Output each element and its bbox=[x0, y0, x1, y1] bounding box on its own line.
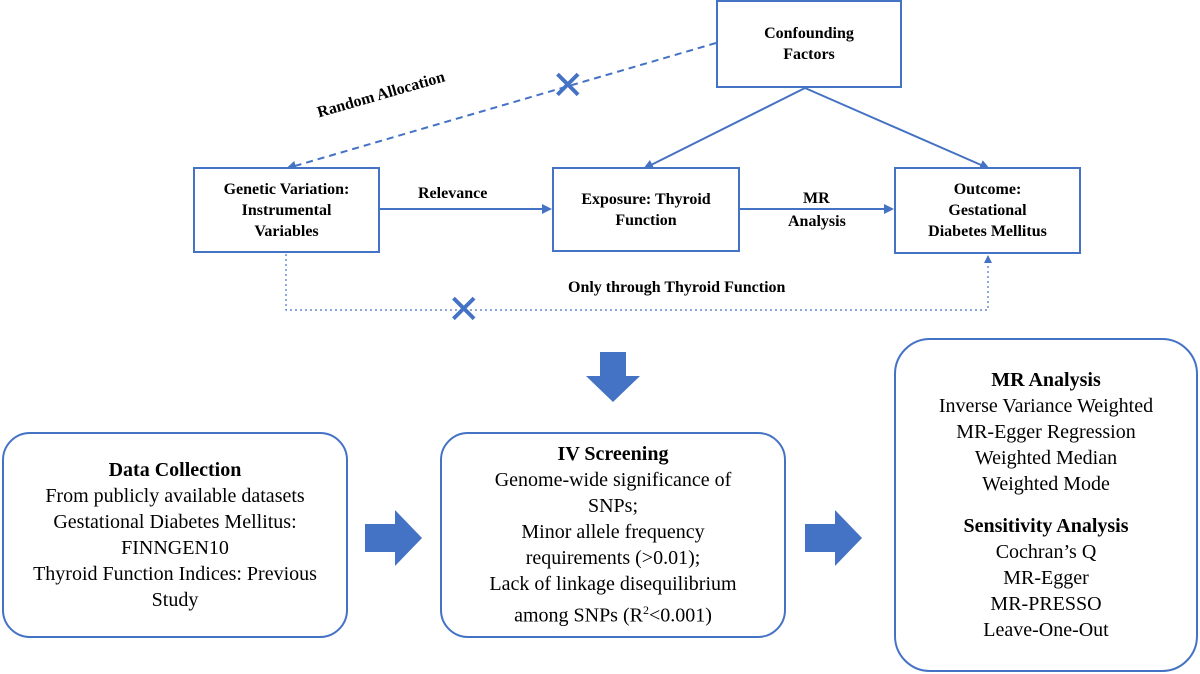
iv-screening-title: IV Screening bbox=[557, 443, 669, 466]
random-allocation-arrow bbox=[286, 42, 717, 171]
sensitivity-item: MR-PRESSO bbox=[990, 593, 1102, 615]
mr-analysis-label-line-2: Analysis bbox=[788, 213, 846, 230]
confounding-line-2: Factors bbox=[783, 46, 835, 63]
mr-analysis-title: MR Analysis bbox=[991, 369, 1101, 391]
mr-method-item: Weighted Median bbox=[974, 447, 1118, 469]
iv-screening-last-suffix: <0.001) bbox=[648, 604, 712, 627]
cross-mark-icon: ✕ bbox=[551, 63, 585, 109]
sensitivity-item: Leave-One-Out bbox=[983, 619, 1109, 641]
iv-screening-line: Genome-wide significance of bbox=[494, 469, 732, 492]
iv-screening-line: SNPs; bbox=[587, 495, 639, 518]
data-collection-line: FINNGEN10 bbox=[121, 537, 229, 559]
right-block-arrow-1 bbox=[365, 510, 422, 566]
iv-screening-box: IV Screening Genome-wide significance of… bbox=[440, 432, 786, 638]
data-collection-line: Thyroid Function Indices: Previous bbox=[33, 563, 317, 585]
mr-analysis-box: MR Analysis Inverse Variance Weighted MR… bbox=[894, 338, 1198, 672]
confounding-line-1: Confounding bbox=[764, 25, 854, 42]
iv-screening-line: Minor allele frequency bbox=[521, 521, 705, 544]
iv-screening-line: requirements (>0.01); bbox=[525, 547, 701, 570]
only-through-label: Only through Thyroid Function bbox=[568, 279, 786, 296]
sensitivity-analysis-title: Sensitivity Analysis bbox=[963, 515, 1129, 537]
iv-screening-superscript: 2 bbox=[642, 603, 649, 618]
direct-path-dotted-arrow bbox=[285, 254, 992, 311]
outcome-line-2: Gestational bbox=[948, 202, 1027, 219]
confounding-factors-box: Confounding Factors bbox=[716, 0, 902, 88]
exposure-box: Exposure: Thyroid Function bbox=[552, 167, 740, 252]
mr-method-item: Inverse Variance Weighted bbox=[938, 395, 1154, 417]
mr-method-item: Weighted Mode bbox=[982, 473, 1110, 495]
outcome-box: Outcome: Gestational Diabetes Mellitus bbox=[894, 167, 1081, 254]
genetic-line-1: Genetic Variation: bbox=[223, 180, 350, 198]
mr-analysis-label-line-1: MR bbox=[803, 190, 830, 207]
genetic-line-2: Instrumental bbox=[241, 201, 332, 219]
outcome-line-3: Diabetes Mellitus bbox=[928, 223, 1047, 240]
genetic-line-3: Variables bbox=[254, 222, 319, 240]
iv-screening-last-line: among SNPs (R2<0.001) bbox=[514, 597, 712, 629]
genetic-variation-box: Genetic Variation: Instrumental Variable… bbox=[193, 167, 380, 253]
sensitivity-item: MR-Egger bbox=[1003, 567, 1089, 589]
data-collection-line: Study bbox=[151, 589, 199, 611]
iv-screening-line: Lack of linkage disequilibrium bbox=[489, 573, 737, 596]
mr-method-item: MR-Egger Regression bbox=[956, 421, 1136, 443]
data-collection-line: From publicly available datasets bbox=[45, 485, 305, 507]
confounding-to-outcome-arrow bbox=[804, 87, 990, 170]
down-block-arrow bbox=[586, 352, 640, 402]
cross-mark-icon: ✕ bbox=[447, 287, 481, 333]
iv-screening-last-prefix: among SNPs (R bbox=[514, 604, 643, 627]
right-block-arrow-2 bbox=[805, 510, 862, 566]
relevance-label: Relevance bbox=[418, 185, 488, 202]
sensitivity-item: Cochran’s Q bbox=[995, 541, 1097, 563]
exposure-line-1: Exposure: Thyroid bbox=[581, 190, 711, 208]
data-collection-line: Gestational Diabetes Mellitus: bbox=[53, 511, 297, 533]
data-collection-box: Data Collection From publicly available … bbox=[2, 432, 348, 638]
data-collection-title: Data Collection bbox=[108, 459, 242, 481]
outcome-line-1: Outcome: bbox=[953, 181, 1022, 198]
exposure-line-2: Function bbox=[615, 211, 677, 229]
confounding-to-exposure-arrow bbox=[643, 87, 806, 169]
